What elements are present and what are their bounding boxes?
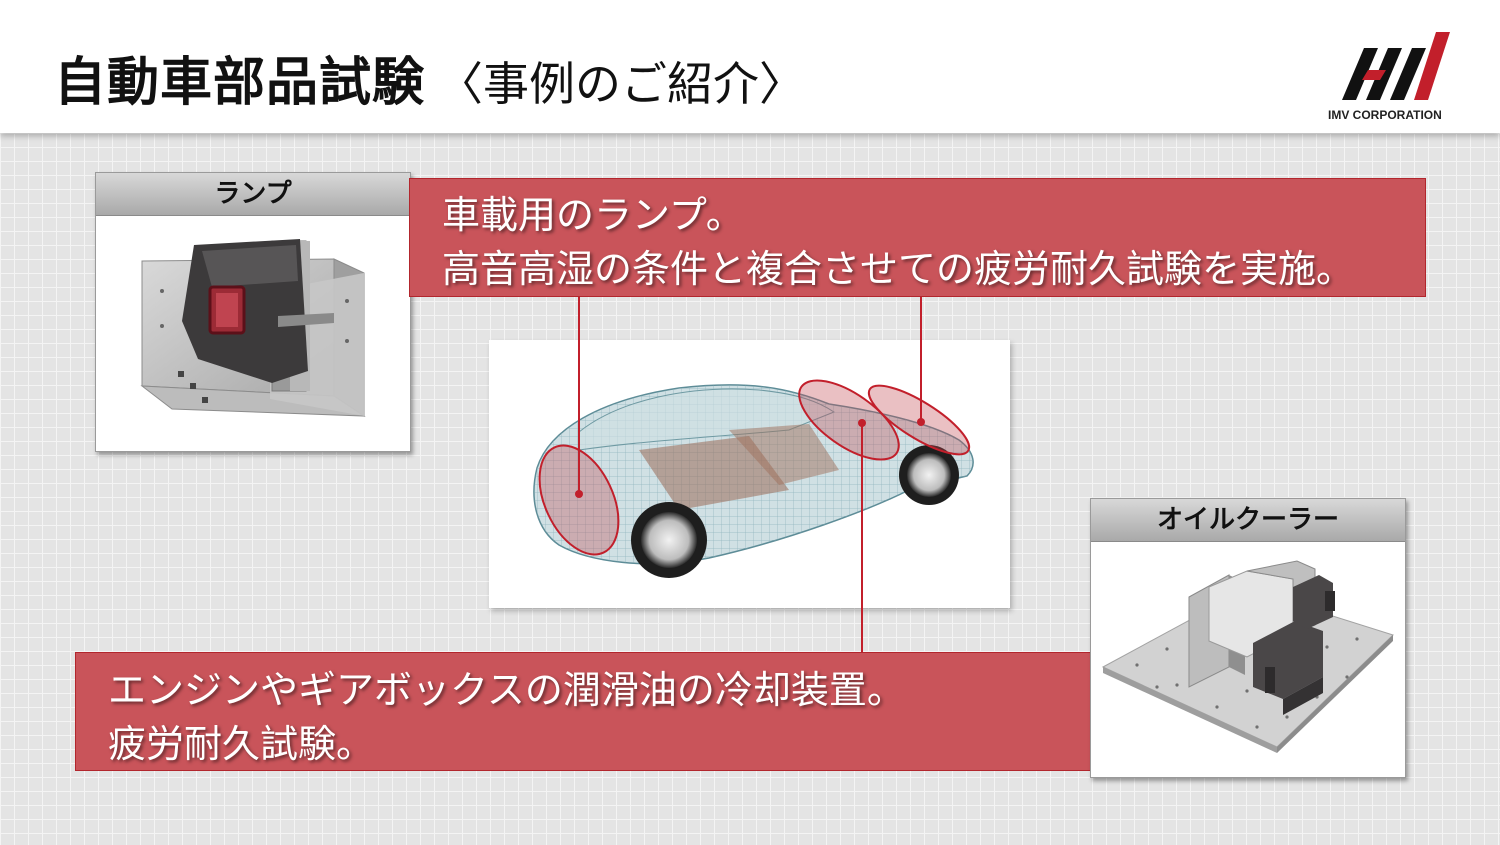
lamp-callout-line-1: 車載用のランプ。 bbox=[442, 193, 744, 237]
leader-line-oil-cooler bbox=[861, 423, 863, 653]
page-title: 自動車部品試験〈事例のご紹介〉 bbox=[54, 46, 805, 121]
oil-cooler-callout: エンジンやギアボックスの潤滑油の冷却装置。 疲労耐久試験。 bbox=[75, 652, 1093, 771]
oil-cooler-callout-line-2: 疲労耐久試験。 bbox=[108, 722, 375, 766]
leader-line-rear-lamp bbox=[578, 297, 580, 494]
car-image bbox=[489, 340, 1010, 608]
imv-logo-icon bbox=[1342, 32, 1450, 100]
imv-logo: IMV CORPORATION bbox=[1328, 30, 1452, 126]
lamp-fixture-illustration bbox=[140, 239, 366, 417]
lamp-panel-title: ランプ bbox=[96, 173, 410, 216]
oil-cooler-callout-line-1: エンジンやギアボックスの潤滑油の冷却装置。 bbox=[108, 668, 905, 712]
oil-cooler-panel: オイルクーラー bbox=[1090, 498, 1406, 778]
lamp-callout-line-2: 高音高湿の条件と複合させての疲労耐久試験を実施。 bbox=[442, 247, 1355, 291]
lamp-image bbox=[102, 221, 404, 445]
page-title-main: 自動車部品試験 bbox=[54, 53, 426, 113]
lamp-panel: ランプ bbox=[95, 172, 411, 452]
leader-line-front-lamp bbox=[920, 297, 922, 422]
header: 自動車部品試験〈事例のご紹介〉 IMV CORPORATION bbox=[0, 0, 1500, 133]
oil-cooler-fixture-illustration bbox=[1101, 560, 1394, 753]
oil-cooler-panel-title: オイルクーラー bbox=[1091, 499, 1405, 542]
page-title-sub: 〈事例のご紹介〉 bbox=[437, 57, 806, 111]
lamp-callout: 車載用のランプ。 高音高湿の条件と複合させての疲労耐久試験を実施。 bbox=[409, 178, 1426, 297]
logo-text: IMV CORPORATION bbox=[1328, 108, 1442, 122]
transparent-car-illustration bbox=[533, 379, 974, 578]
oil-cooler-image bbox=[1097, 547, 1399, 771]
